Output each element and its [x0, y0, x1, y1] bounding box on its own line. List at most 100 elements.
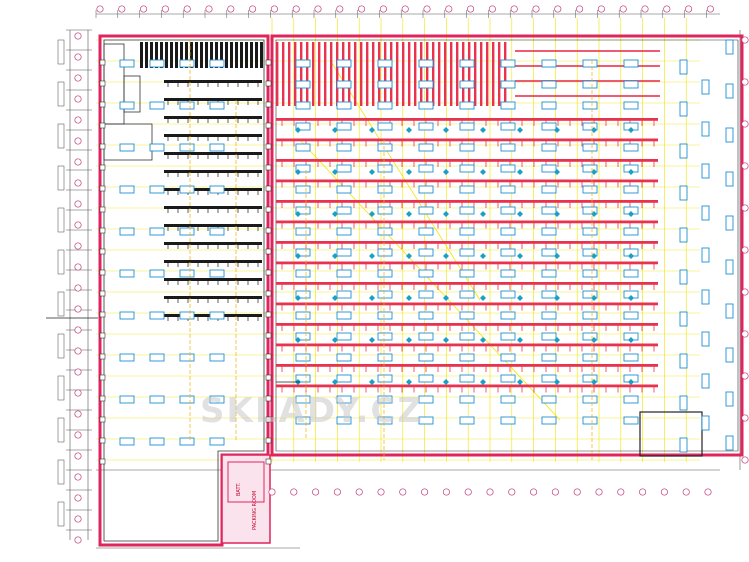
sprinkler-icon [517, 127, 523, 133]
light-fixture-icon [623, 101, 639, 110]
rack-row-left [164, 152, 262, 155]
light-fixture-icon [459, 59, 475, 68]
sprinkler-icon [554, 169, 560, 175]
light-fixture-icon [541, 332, 557, 341]
light-fixture-icon [209, 227, 225, 236]
light-fixture-icon [541, 374, 557, 383]
column-marker-icon [99, 80, 106, 87]
rack-top-block [408, 42, 411, 106]
sprinkler-icon [295, 253, 301, 259]
column-marker-icon [265, 395, 272, 402]
light-fixture-icon [679, 353, 688, 369]
sprinkler-icon [517, 253, 523, 259]
light-fixture-icon [418, 332, 434, 341]
column-marker-icon [265, 311, 272, 318]
light-fixture-icon [418, 290, 434, 299]
rack-row-main [276, 261, 658, 265]
sprinkler-icon [332, 169, 338, 175]
column-marker-icon [99, 164, 106, 171]
light-fixture-icon [336, 248, 352, 257]
rack-top-block [230, 42, 233, 68]
axis-bubble-icon [377, 488, 385, 496]
light-fixture-icon [679, 311, 688, 327]
rack-top-block [444, 42, 447, 106]
light-fixture-icon [149, 143, 165, 152]
column-marker-icon [265, 353, 272, 360]
light-fixture-icon [459, 374, 475, 383]
sprinkler-icon [369, 253, 375, 259]
rack-top-block [396, 42, 399, 106]
rack-top-block [145, 42, 148, 68]
axis-bubble-icon [336, 5, 344, 13]
rack-top-block [462, 42, 465, 106]
light-fixture-icon [701, 331, 710, 347]
sprinkler-icon [628, 379, 634, 385]
rack-top-block [155, 42, 158, 68]
sprinkler-icon [443, 379, 449, 385]
rack-row-main [276, 323, 658, 326]
column-marker-icon [265, 248, 272, 255]
rack-row-main [276, 282, 658, 285]
light-fixture-icon [541, 206, 557, 215]
sprinkler-icon [554, 211, 560, 217]
axis-bubble-icon [741, 36, 749, 44]
rack-top-block [175, 42, 178, 68]
light-fixture-icon [179, 59, 195, 68]
sprinkler-icon [369, 127, 375, 133]
axis-bubble-icon [704, 488, 712, 496]
light-fixture-icon [500, 416, 516, 425]
light-fixture-icon [541, 248, 557, 257]
sprinkler-icon [295, 211, 301, 217]
rack-top-block [260, 42, 263, 68]
rack-row-main [276, 220, 658, 224]
axis-bubble-icon [74, 536, 82, 544]
light-fixture-icon [418, 206, 434, 215]
column-marker-icon [99, 416, 106, 423]
column-marker-icon [99, 185, 106, 192]
sprinkler-icon [369, 169, 375, 175]
light-fixture-icon [418, 416, 434, 425]
sprinkler-icon [369, 211, 375, 217]
axis-bubble-icon [741, 456, 749, 464]
rack-top-block [245, 42, 248, 68]
column-marker-icon [99, 269, 106, 276]
sprinkler-icon [554, 253, 560, 259]
light-fixture-icon [377, 185, 393, 194]
rack-top-block [288, 42, 291, 106]
light-fixture-icon [582, 269, 598, 278]
sprinkler-icon [517, 295, 523, 301]
rack-row-upper-right [515, 95, 660, 97]
light-fixture-icon [541, 185, 557, 194]
light-fixture-icon [119, 437, 135, 446]
axis-bubble-icon [74, 515, 82, 523]
light-fixture-icon [209, 269, 225, 278]
light-fixture-icon [149, 311, 165, 320]
column-marker-icon [99, 374, 106, 381]
axis-bubble-icon [741, 78, 749, 86]
light-fixture-icon [541, 227, 557, 236]
light-fixture-icon [336, 122, 352, 131]
axis-bubble-icon [641, 5, 649, 13]
axis-bubble-icon [74, 53, 82, 61]
rack-row-main [276, 241, 658, 244]
axis-bubble-icon [290, 488, 298, 496]
light-fixture-icon [725, 171, 734, 187]
light-fixture-icon [119, 143, 135, 152]
column-marker-icon [99, 458, 106, 465]
light-fixture-icon [701, 163, 710, 179]
axis-bubble-icon [442, 488, 450, 496]
column-marker-icon [265, 458, 272, 465]
light-fixture-icon [679, 59, 688, 75]
rack-top-block [306, 42, 309, 106]
light-fixture-icon [623, 227, 639, 236]
light-fixture-icon [500, 395, 516, 404]
rack-top-block [324, 42, 327, 106]
light-fixture-icon [582, 206, 598, 215]
rack-top-block [190, 42, 193, 68]
column-marker-icon [99, 332, 106, 339]
axis-bubble-icon [74, 410, 82, 418]
office-room [103, 123, 153, 161]
rack-top-block [456, 42, 459, 106]
light-fixture-icon [295, 227, 311, 236]
sprinkler-icon [406, 295, 412, 301]
